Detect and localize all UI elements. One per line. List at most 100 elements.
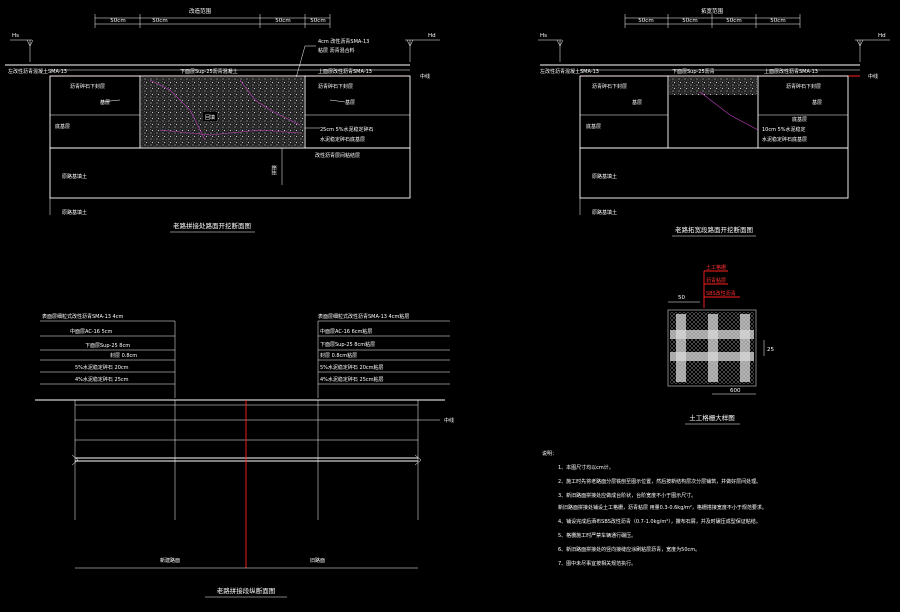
mark-label: 中线 (444, 417, 454, 424)
right-row-2: 中面层AC-16 6cm粘层 (320, 328, 372, 335)
grid-strip (740, 314, 750, 382)
note-7: 6、新旧路面拼接处的竖向接缝应涂刷粘层沥青，宽度为50cm。 (558, 546, 700, 553)
subgrade-frame (49, 147, 411, 199)
grid-dim-b: 600 (730, 388, 741, 394)
note-2: 2、施工时先将老路面分层铣刨至图示位置，然后按新结构层次分层铺筑，并做好层间处理… (558, 478, 761, 485)
magenta-step-line (699, 91, 759, 131)
left-label-1: 沥青碎石下封层 (70, 83, 105, 90)
surface-mid-label: 下面层Sup-25沥青混凝土 (180, 68, 238, 75)
dim-2: 50cm (152, 18, 167, 24)
surface-left-label: 左改性沥青混凝土SMA-13 (8, 68, 67, 75)
grid-strip (708, 314, 718, 382)
grid-label-2: 沥青粘层 (706, 277, 726, 284)
subgrade-frame (579, 147, 849, 199)
break-mark (71, 454, 79, 466)
left-layer-table: 表面层细粒式改性沥青SMA-13 4cm 中面层AC-16 5cm 下面层Sup… (42, 313, 137, 383)
grid-band (670, 330, 754, 339)
mark-right-label: 中线 (420, 73, 430, 80)
layer-label-2: 水泥稳定碎石底基层 (320, 136, 365, 143)
section-b-title: 老路拓宽段路面开挖断面图 (675, 225, 753, 234)
bottom-label-2: 原路基填土 (62, 209, 87, 216)
layer-label-2: 水泥稳定碎石底基层 (762, 136, 807, 143)
magenta-step-lines (149, 79, 301, 141)
gravel-fill-area (141, 77, 304, 147)
gravel-strip (669, 77, 757, 95)
right-row-1: 表面层细粒式改性沥青SMA-13 4cm粘层 (318, 313, 409, 320)
leader (99, 99, 121, 103)
left-label-2: 基层 (100, 99, 110, 106)
section-a-excavation: 改造范围 50cm 50cm 50cm 50cm Hs Hd 左改性沥青混凝土S… (5, 7, 440, 233)
right-row-3: 下面层Sup-25 8cm粘层 (320, 341, 375, 348)
dim-3: 50cm (726, 18, 741, 24)
note-5: 4、铺设完成后洒布SBS改性沥青（0.7-1.0kg/m²），撒布石屑，并及时碾… (558, 518, 761, 525)
left-row-1: 表面层细粒式改性沥青SMA-13 4cm (42, 313, 123, 320)
note-8: 7、图中未尽事宜按相关规范执行。 (558, 560, 636, 567)
bottom-right-label: 旧路面 (310, 557, 325, 564)
note-6: 5、格栅施工时严禁车辆通行碾压。 (558, 532, 636, 539)
break-mark (414, 454, 422, 466)
note-4: 新旧路面拼接处铺设土工格栅，沥青粘层 用量0.3-0.6kg/m²，格栅搭接宽度… (558, 504, 767, 511)
grid-label-1: 土工格栅 (706, 264, 726, 271)
dim-4: 50cm (310, 18, 325, 24)
bottom-label-1: 原路基填土 (62, 173, 87, 180)
center-label: 回填 (205, 114, 215, 121)
right-label-3: 底基层 (792, 116, 807, 123)
left-row-2: 中面层AC-16 5cm (70, 328, 113, 335)
layer-label-3: 改性沥青层间粘结层 (315, 152, 360, 159)
surface-right-label: 上面层改性沥青SMA-13 (318, 68, 372, 75)
dim-3: 50cm (275, 18, 290, 24)
section-b-widening: 拓宽范围 50cm 50cm 50cm 50cm Hs Hd 左改性沥青混凝土S… (538, 7, 890, 237)
grid-title: 土工格栅大样图 (689, 413, 735, 422)
grid-band (670, 352, 754, 361)
right-row-5: 5%水泥稳定碎石 20cm粘层 (320, 364, 384, 371)
dim-top: 拓宽范围 (701, 7, 724, 15)
grid-dim-c: 25 (767, 347, 774, 353)
dim-top: 改造范围 (189, 7, 212, 15)
right-label-2: 基层 (345, 99, 355, 106)
surface-left-label: 左改性沥青混凝土SMA-13 (540, 68, 599, 75)
section-a-title: 老路拼接处路面开挖断面图 (173, 221, 251, 230)
bottom-label-2: 原路基填土 (592, 209, 617, 216)
right-layer-table: 表面层细粒式改性沥青SMA-13 4cm粘层 中面层AC-16 6cm粘层 下面… (318, 313, 409, 383)
dim-2: 50cm (682, 18, 697, 24)
hd-label: Hd (878, 33, 886, 39)
left-label-1: 沥青碎石下封层 (592, 83, 627, 90)
note-top-2: 粘层 沥青混合料 (318, 47, 355, 54)
section-c-longitudinal: 表面层细粒式改性沥青SMA-13 4cm 中面层AC-16 5cm 下面层Sup… (35, 313, 454, 598)
geogrid-detail: 土工格栅 沥青粘层 SBS改性沥青 50 600 25 土工格栅大样图 (667, 264, 774, 425)
notes-block: 说明： 1、本图尺寸均以cm计。 2、施工时先将老路面分层铣刨至图示位置，然后按… (542, 450, 767, 567)
grid-frame (667, 309, 757, 387)
surface-right-label: 上面层改性沥青SMA-13 (764, 68, 818, 75)
bottom-left-label: 新建路面 (160, 557, 180, 564)
left-row-6: 4%水泥稳定碎石 25cm (75, 376, 129, 383)
left-row-5: 5%水泥稳定碎石 20cm (75, 364, 129, 371)
hs-label: Hs (12, 33, 19, 39)
grid-label-3: SBS改性沥青 (706, 290, 736, 297)
hd-label: Hd (428, 33, 436, 39)
surface-mid-label: 下面层Sup-25沥青 (672, 68, 715, 75)
section-c-title: 老路拼接段纵断面图 (217, 586, 276, 595)
leader (295, 45, 306, 79)
note-3: 3、新旧路面拼接处应做成台阶状，台阶宽度不小于图示尺寸。 (558, 492, 696, 499)
left-row-3: 下面层Sup-25 8cm (85, 343, 130, 349)
notes-heading: 说明： (542, 450, 557, 457)
layer-label-1: 10cm 5%水泥稳定 (762, 126, 806, 133)
leader (329, 99, 346, 103)
left-row-4: 封层 0.8cm (110, 352, 137, 359)
note-1: 1、本图尺寸均以cm计。 (558, 464, 614, 471)
left-label-2: 基层 (632, 99, 642, 106)
dim-4: 50cm (770, 18, 785, 24)
layer-label-1: 25cm 5%水泥稳定碎石 (320, 126, 374, 133)
grid-dim-a: 50 (678, 295, 685, 301)
mark-right-label: 中线 (868, 73, 878, 80)
left-label-3: 底基层 (55, 123, 70, 130)
right-label-1: 沥青碎石下封层 (786, 83, 821, 90)
center-label-box (203, 112, 217, 121)
right-row-6: 4%水泥稳定碎石 25cm粘层 (320, 376, 384, 383)
grid-strip (676, 314, 686, 382)
hs-label: Hs (540, 33, 547, 39)
dim-1: 50cm (110, 18, 125, 24)
left-label-3: 底基层 (586, 123, 601, 130)
right-label-1: 沥青碎石下封层 (318, 83, 353, 90)
